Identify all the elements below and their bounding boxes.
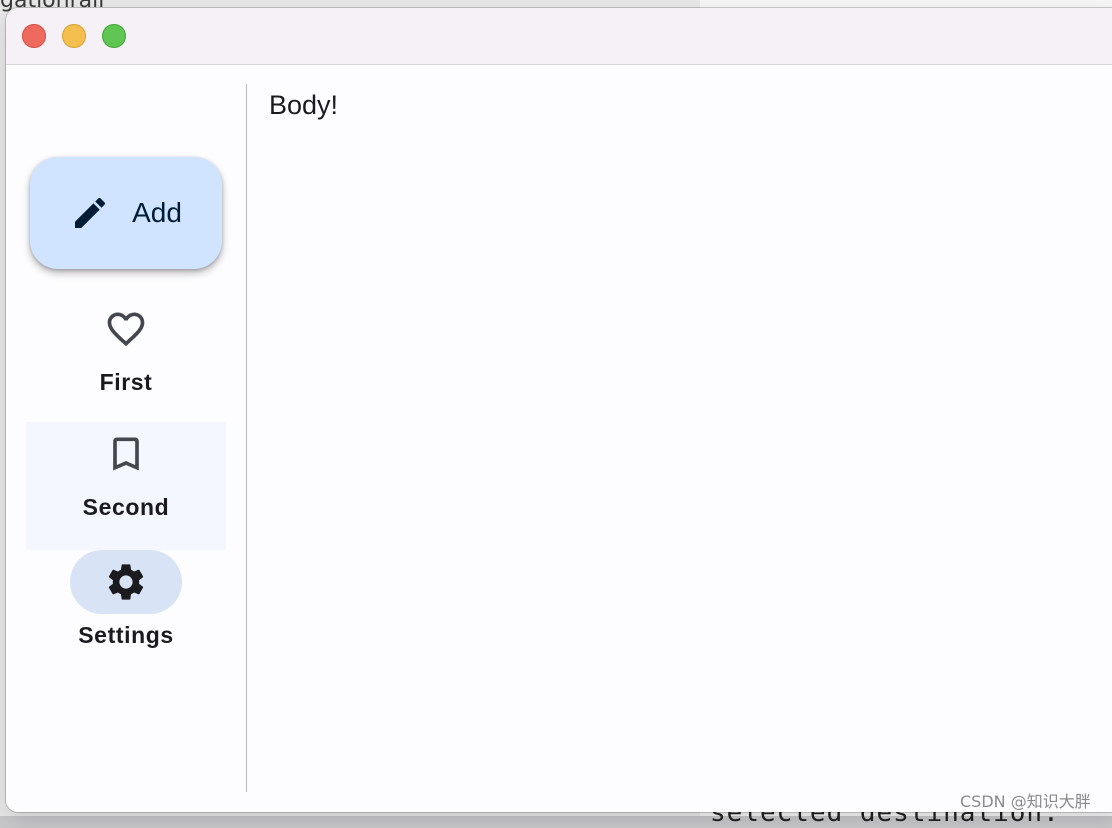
close-window-button[interactable] <box>22 24 46 48</box>
pencil-icon <box>75 197 106 228</box>
add-fab-button[interactable]: Add <box>30 157 222 269</box>
destination-indicator <box>70 422 182 486</box>
rail-destination-second[interactable]: Second <box>26 422 226 550</box>
gear-icon <box>108 564 144 600</box>
rail-destination-settings[interactable]: Settings <box>26 550 226 678</box>
destination-label-first: First <box>99 369 153 395</box>
watermark: CSDN @知识大胖 <box>960 792 1091 811</box>
rail-destination-first[interactable]: First <box>26 297 226 425</box>
heart-outline-icon <box>107 312 145 347</box>
minimize-window-button[interactable] <box>62 24 86 48</box>
selected-destination-indicator <box>70 550 182 614</box>
fab-label: Add <box>132 197 182 228</box>
destination-label-settings: Settings <box>78 622 174 648</box>
title-bar[interactable] <box>6 8 1112 65</box>
maximize-window-button[interactable] <box>102 24 126 48</box>
bookmark-outline-icon <box>113 437 139 471</box>
navigation-rail: Add First Second Set <box>6 65 246 812</box>
body-text: Body! <box>269 90 339 120</box>
destination-label-second: Second <box>82 494 170 520</box>
app-window: Add First Second Set <box>6 8 1112 812</box>
destination-indicator <box>70 297 182 361</box>
vertical-divider <box>246 84 247 792</box>
